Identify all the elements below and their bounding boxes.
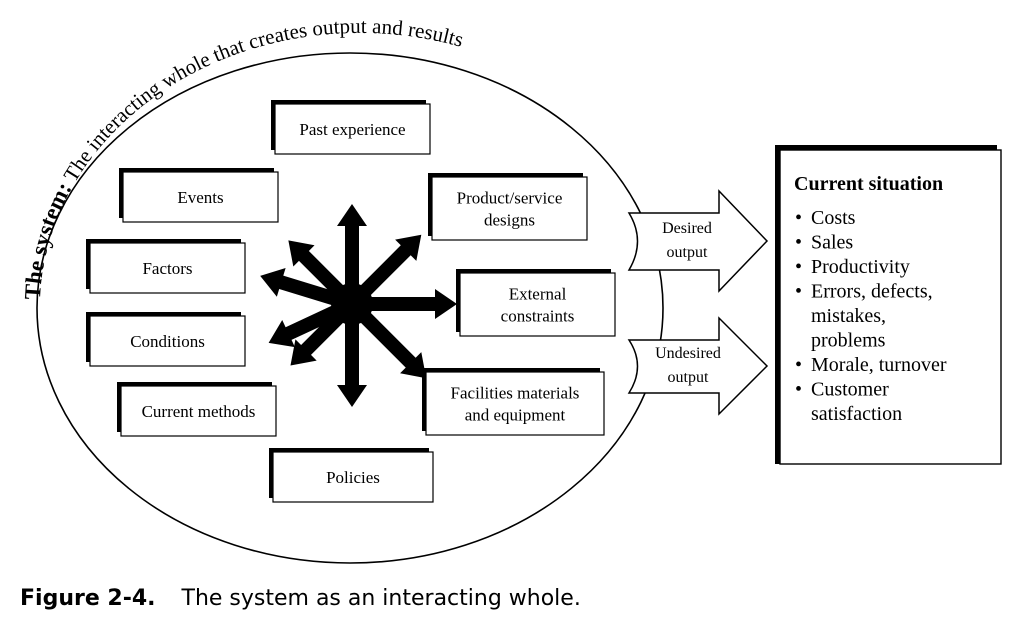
figure-caption-text: The system as an interacting whole. [181, 586, 581, 611]
input-label-product-service-designs: Product/service [457, 189, 563, 208]
input-label-external-constraints: External [509, 285, 567, 304]
figure-number: Figure 2-4. [20, 586, 156, 611]
star-arrow-down-left [290, 306, 350, 366]
star-arrow-down [337, 314, 367, 407]
system-boundary [36, 52, 664, 564]
situation-bullet: • [795, 379, 802, 401]
situation-bullet: • [795, 256, 802, 278]
star-arrow-left-upper [260, 268, 345, 308]
situation-bullet: • [795, 207, 802, 229]
situation-item: Costs [811, 207, 856, 229]
input-box-past-experience: Past experience [271, 100, 431, 155]
situation-bullet: • [795, 354, 802, 376]
input-box-events: Events [119, 168, 279, 223]
undesired-output-line-1: Undesired [655, 345, 721, 362]
star-arrow-left-lower [268, 301, 346, 348]
star-arrow-down-right [354, 306, 427, 379]
input-label-factors: Factors [142, 259, 192, 278]
situation-item: Sales [811, 232, 853, 254]
interaction-hub [331, 283, 373, 325]
input-label-product-service-designs: designs [484, 211, 535, 230]
star-arrow-up-right [354, 234, 422, 302]
input-label-events: Events [177, 188, 223, 207]
desired-output-line-2: output [667, 244, 708, 261]
input-box-product-service-designs: Product/service designs [428, 173, 588, 241]
input-label-past-experience: Past experience [299, 120, 405, 139]
situation-item: satisfaction [811, 403, 902, 425]
current-situation-title: Current situation [794, 173, 943, 195]
undesired-output-line-2: output [668, 369, 709, 386]
situation-item: mistakes, [811, 305, 886, 327]
desired-output-arrow: Desired output [627, 189, 769, 293]
input-box-conditions: Conditions [86, 312, 246, 367]
situation-item: problems [811, 330, 886, 352]
current-situation-list: • Costs • Sales • Productivity • Errors, defect… [795, 207, 947, 425]
star-arrow-up [337, 204, 367, 294]
input-label-current-methods: Current methods [142, 402, 256, 421]
input-box-current-methods: Current methods [117, 382, 277, 437]
situation-bullet: • [795, 232, 802, 254]
input-label-facilities: Facilities materials [451, 384, 580, 403]
situation-bullet: • [795, 281, 802, 303]
situation-item: Errors, defects, [811, 281, 933, 303]
star-arrow-up-left [288, 240, 350, 302]
interaction-star [260, 204, 457, 407]
input-label-policies: Policies [326, 468, 380, 487]
undesired-output-arrow: Undesired output [627, 316, 769, 416]
system-label-bold: The system: [20, 178, 77, 301]
input-label-conditions: Conditions [130, 332, 205, 351]
figure-caption: Figure 2-4. The system as an interacting … [20, 586, 581, 611]
input-box-factors: Factors [86, 239, 246, 294]
star-arrow-right [362, 289, 457, 319]
situation-item: Customer [811, 379, 889, 401]
situation-item: Morale, turnover [811, 354, 947, 376]
input-box-policies: Policies [269, 448, 434, 503]
input-box-external-constraints: External constraints [456, 269, 616, 337]
input-label-external-constraints: constraints [501, 307, 575, 326]
situation-item: Productivity [811, 256, 910, 278]
desired-output-line-1: Desired [662, 220, 712, 237]
input-label-facilities: and equipment [465, 406, 566, 425]
current-situation-box: Current situation • Costs • Sales • Productiv… [775, 145, 1002, 465]
input-box-facilities: Facilities materials and equipment [422, 368, 605, 436]
